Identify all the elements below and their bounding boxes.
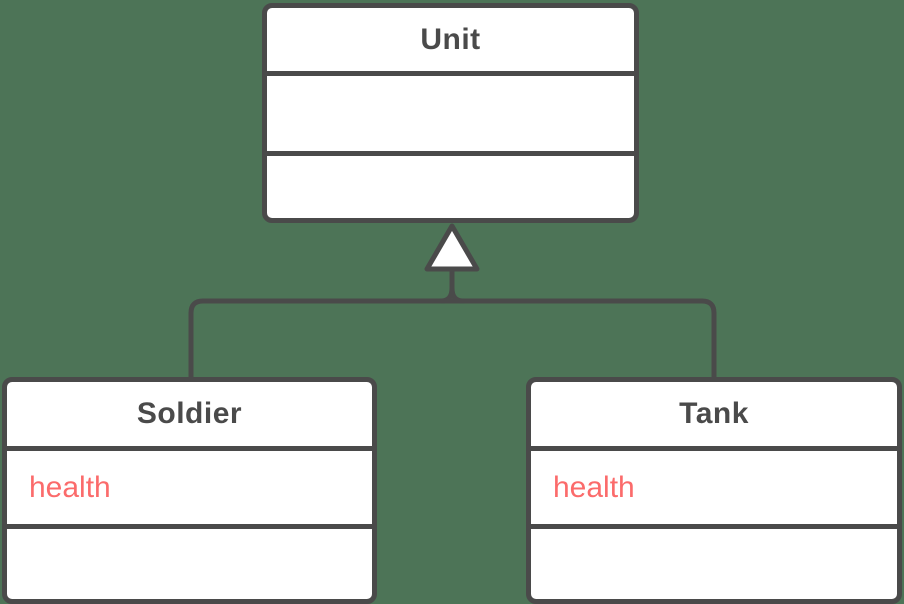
- inheritance-branch-lines: [188, 298, 717, 385]
- class-title: Unit: [420, 22, 481, 56]
- class-box-unit[interactable]: Unit: [262, 3, 639, 223]
- class-attributes-section: [267, 71, 634, 151]
- inheritance-stem: [438, 261, 466, 304]
- attribute-health: health: [553, 470, 635, 504]
- class-attributes-section: health: [531, 446, 897, 524]
- class-box-soldier[interactable]: Soldier health: [2, 377, 377, 604]
- class-attributes-section: health: [7, 446, 372, 524]
- attribute-health: health: [29, 470, 111, 504]
- class-title: Soldier: [136, 397, 243, 430]
- class-box-tank[interactable]: Tank health: [526, 377, 902, 604]
- class-methods-section: [7, 524, 372, 599]
- class-title: Tank: [679, 397, 749, 430]
- class-methods-section: [531, 524, 897, 599]
- inheritance-arrowhead-icon: [424, 223, 480, 272]
- class-methods-section: [267, 151, 634, 218]
